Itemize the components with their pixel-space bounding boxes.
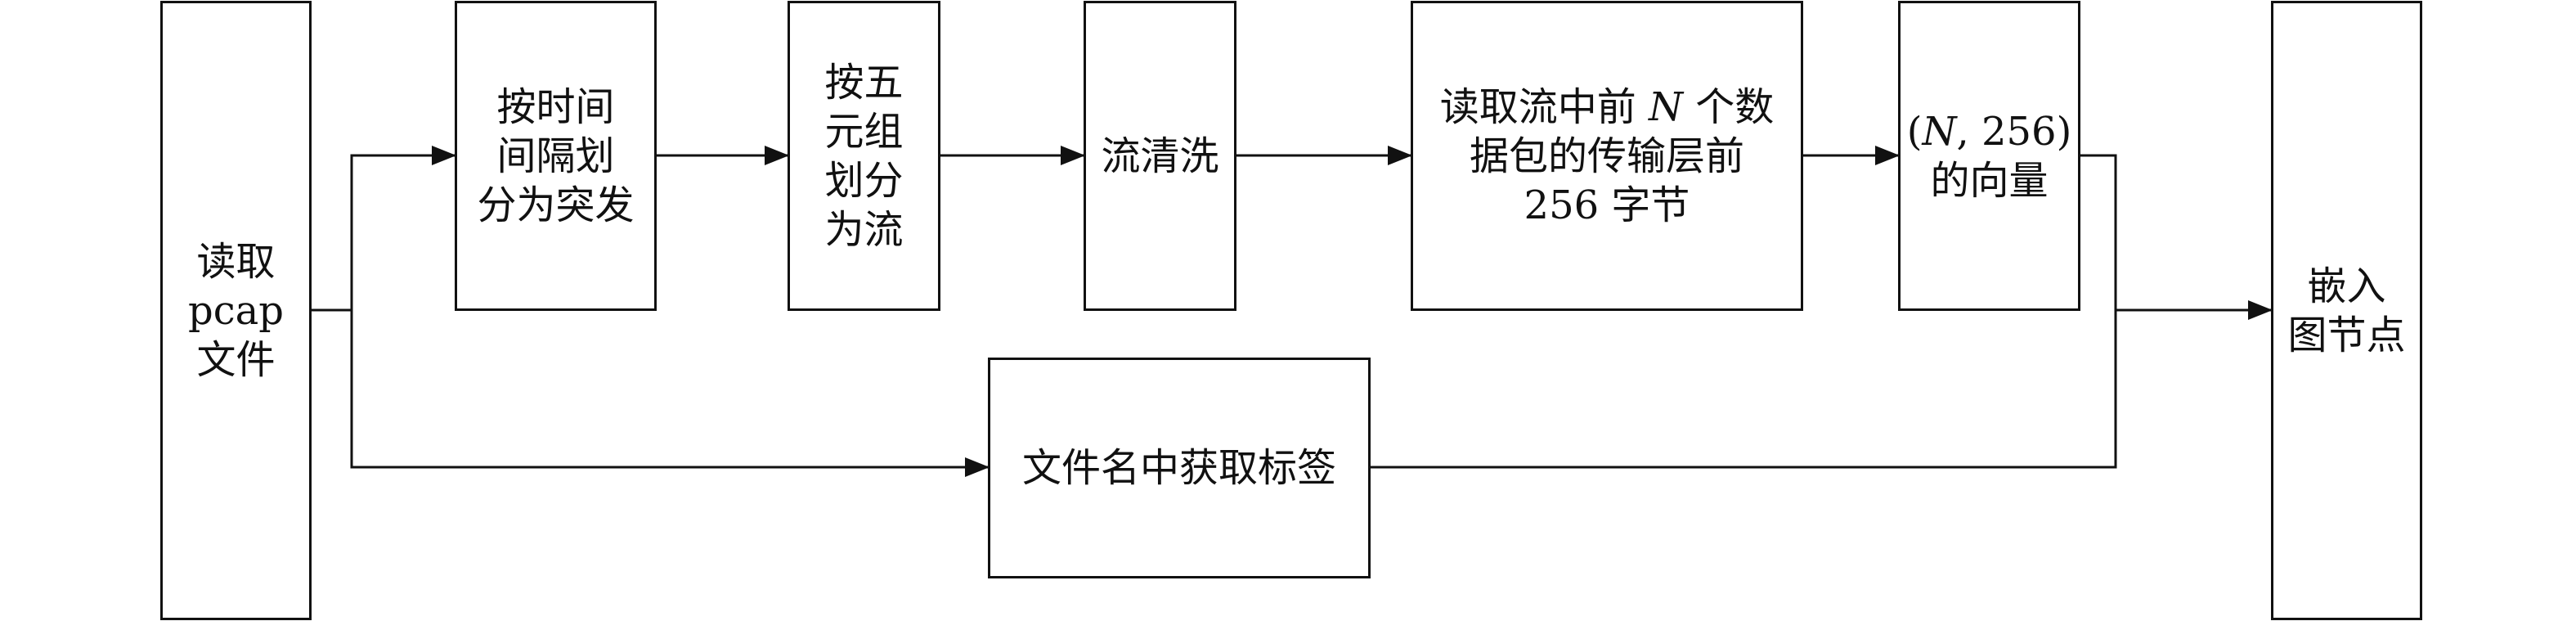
node-split-bursts: 按时间 间隔划 分为突发 bbox=[455, 1, 657, 311]
node-get-label: 文件名中获取标签 bbox=[988, 358, 1371, 578]
node-split-flows: 按五 元组 划分 为流 bbox=[788, 1, 940, 311]
node-vector: (N, 256) 的向量 bbox=[1898, 1, 2080, 311]
node-read-first-n-var: N bbox=[1649, 83, 1683, 130]
node-read-pcap-line-3: 文件 bbox=[196, 336, 276, 383]
arrow-pcap-to-bursts bbox=[350, 146, 456, 310]
node-split-flows-line-2: 元组 bbox=[824, 108, 904, 155]
arrow-vector-to-embed bbox=[2080, 154, 2273, 320]
node-embed-graph-node: 嵌入 图节点 bbox=[2271, 1, 2422, 620]
node-read-first-n: 读取流中前 N 个数 据包的传输层前 256 字节 bbox=[1411, 1, 1803, 311]
node-read-first-n-line-1: 读取流中前 N 个数 bbox=[1440, 83, 1775, 132]
node-flow-cleaning-line-1: 流清洗 bbox=[1101, 133, 1219, 179]
node-get-label-line-1: 文件名中获取标签 bbox=[1021, 445, 1336, 491]
node-embed-graph-node-line-1: 嵌入 bbox=[2307, 263, 2386, 309]
node-embed-graph-node-line-2: 图节点 bbox=[2287, 312, 2406, 358]
node-read-first-n-line-1-after: 个数 bbox=[1683, 83, 1775, 130]
node-read-pcap: 读取 pcap 文件 bbox=[160, 1, 312, 620]
node-split-bursts-line-3: 分为突发 bbox=[477, 182, 635, 228]
arrow-label-to-merge bbox=[1371, 310, 2117, 469]
node-split-bursts-line-2: 间隔划 bbox=[496, 133, 615, 179]
arrow-pcap-to-label bbox=[350, 310, 990, 477]
node-vector-line-1-rest: , 256) bbox=[1956, 108, 2072, 155]
node-read-first-n-line-1-before: 读取流中前 bbox=[1439, 83, 1649, 130]
node-split-flows-line-3: 划分 bbox=[824, 157, 904, 204]
node-split-flows-line-1: 按五 bbox=[824, 59, 904, 106]
node-split-bursts-line-1: 按时间 bbox=[496, 83, 615, 130]
node-vector-open-paren: ( bbox=[1906, 108, 1923, 155]
node-vector-line-2: 的向量 bbox=[1930, 157, 2049, 204]
node-read-first-n-line-3: 256 字节 bbox=[1524, 182, 1690, 228]
node-read-pcap-line-1: 读取 bbox=[196, 238, 276, 285]
node-read-pcap-line-2: pcap bbox=[188, 287, 284, 334]
node-vector-line-1: (N, 256) bbox=[1907, 107, 2072, 156]
node-vector-var: N bbox=[1922, 108, 1957, 155]
node-flow-cleaning: 流清洗 bbox=[1084, 1, 1236, 311]
node-split-flows-line-4: 为流 bbox=[824, 206, 904, 253]
node-read-first-n-line-2: 据包的传输层前 bbox=[1469, 133, 1744, 179]
